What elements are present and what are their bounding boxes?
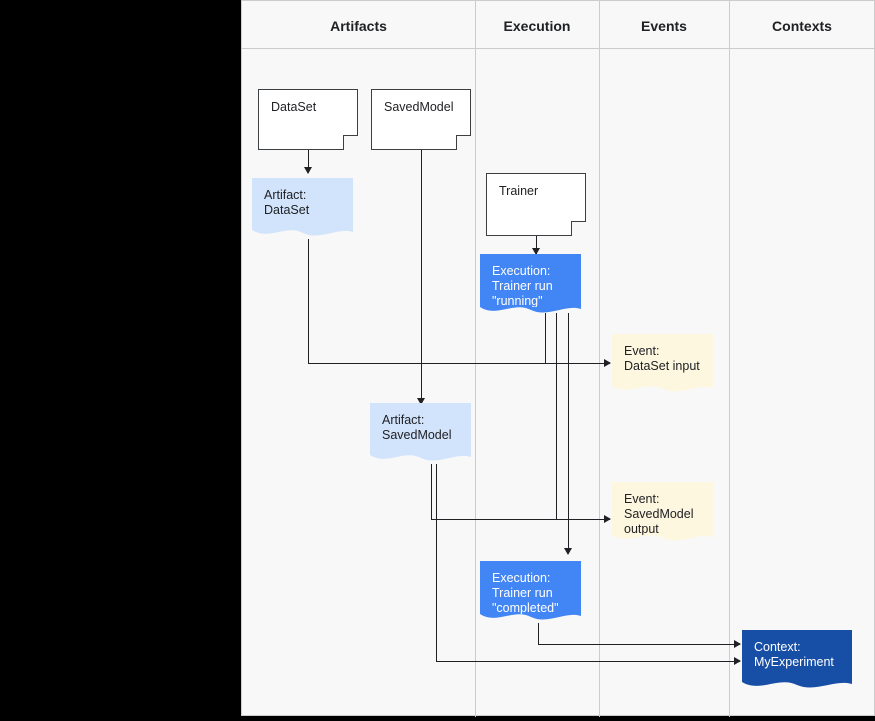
node-savedmodel-type-label: SavedModel <box>384 100 454 114</box>
node-execution-completed: Execution: Trainer run "completed" <box>480 561 581 620</box>
connector-artifact-savedmodel-to-context-v <box>436 464 437 662</box>
node-artifact-savedmodel-line1: Artifact: <box>382 413 425 427</box>
node-execution-completed-line1: Execution: <box>492 571 551 585</box>
wave-bottom-decoration <box>480 613 581 623</box>
column-header-events: Events <box>641 18 687 34</box>
arrowhead-execution-running-to-completed <box>564 548 572 555</box>
lineage-diagram: Artifacts Execution Events Contexts <box>241 0 875 717</box>
document-fold-icon <box>343 135 358 150</box>
node-dataset-type-label: DataSet <box>271 100 317 114</box>
connector-execution-completed-to-context-h <box>538 644 740 645</box>
connector-artifact-savedmodel-to-context-h <box>436 661 740 662</box>
node-event-savedmodel-output-line1: Event: <box>624 492 660 506</box>
wave-bottom-decoration <box>252 229 353 239</box>
connector-execution-running-to-event-output-h <box>556 519 610 520</box>
column-divider-events-contexts <box>729 1 730 717</box>
connector-trainer-to-execution <box>536 236 537 254</box>
node-context-myexperiment: Context: MyExperiment <box>742 630 852 688</box>
node-trainer-type-label: Trainer <box>499 184 539 198</box>
column-header-execution: Execution <box>503 18 571 34</box>
arrowhead-savedmodel-to-artifact <box>417 398 425 405</box>
node-event-dataset-input-line2: DataSet input <box>624 359 700 373</box>
node-artifact-savedmodel: Artifact: SavedModel <box>370 403 471 461</box>
column-divider-execution-events <box>599 1 600 717</box>
node-artifact-dataset: Artifact: DataSet <box>252 178 353 236</box>
arrowhead-trainer-to-execution <box>532 248 540 255</box>
wave-bottom-decoration <box>612 534 713 544</box>
connector-dataset-to-artifact <box>308 150 309 173</box>
connector-artifact-savedmodel-to-event <box>431 519 556 520</box>
node-execution-completed-line2: Trainer run <box>492 586 553 600</box>
column-header-contexts: Contexts <box>772 18 832 34</box>
node-event-dataset-input-line1: Event: <box>624 344 660 358</box>
node-execution-running-line3: "running" <box>492 294 543 308</box>
arrowhead-execution-completed-to-context <box>734 640 741 648</box>
arrowhead-dataset-to-artifact <box>304 167 312 174</box>
wave-bottom-decoration <box>480 306 581 316</box>
node-event-savedmodel-output-line2: SavedModel <box>624 507 694 521</box>
node-context-myexperiment-line1: Context: <box>754 640 801 654</box>
wave-bottom-decoration <box>612 385 713 395</box>
node-execution-completed-line3: "completed" <box>492 601 559 615</box>
node-execution-running-line2: Trainer run <box>492 279 553 293</box>
document-fold-icon <box>571 221 586 236</box>
header-rule <box>242 48 874 49</box>
arrowhead-execution-to-event-output <box>604 515 611 523</box>
node-event-savedmodel-output: Event: SavedModel output <box>612 482 713 541</box>
node-artifact-savedmodel-line2: SavedModel <box>382 428 452 442</box>
node-artifact-dataset-line2: DataSet <box>264 203 310 217</box>
node-event-savedmodel-output-line3: output <box>624 522 659 536</box>
column-header-artifacts: Artifacts <box>330 18 387 34</box>
node-artifact-dataset-line1: Artifact: <box>264 188 307 202</box>
connector-artifact-savedmodel-down <box>431 464 432 519</box>
arrowhead-savedmodel-to-context <box>734 657 741 665</box>
node-execution-running: Execution: Trainer run "running" <box>480 254 581 313</box>
node-savedmodel-type: SavedModel <box>371 89 471 150</box>
node-event-dataset-input: Event: DataSet input <box>612 334 713 392</box>
connector-execution-completed-to-context-v <box>538 623 539 645</box>
connector-execution-running-to-completed <box>568 313 569 553</box>
connector-execution-running-to-event-input <box>545 313 546 363</box>
connector-savedmodel-to-artifact <box>421 150 422 403</box>
document-fold-icon <box>456 135 471 150</box>
connector-artifact-dataset-to-event <box>308 363 610 364</box>
node-dataset-type: DataSet <box>258 89 358 150</box>
wave-bottom-decoration <box>370 454 471 464</box>
node-execution-running-line1: Execution: <box>492 264 551 278</box>
arrowhead-artifact-dataset-to-event <box>604 359 611 367</box>
connector-execution-running-to-event-output <box>556 313 557 520</box>
node-context-myexperiment-line2: MyExperiment <box>754 655 834 669</box>
connector-artifact-dataset-down <box>308 239 309 364</box>
wave-bottom-decoration <box>742 681 852 691</box>
node-trainer-type: Trainer <box>486 173 586 236</box>
column-divider-artifacts-execution <box>475 1 476 717</box>
